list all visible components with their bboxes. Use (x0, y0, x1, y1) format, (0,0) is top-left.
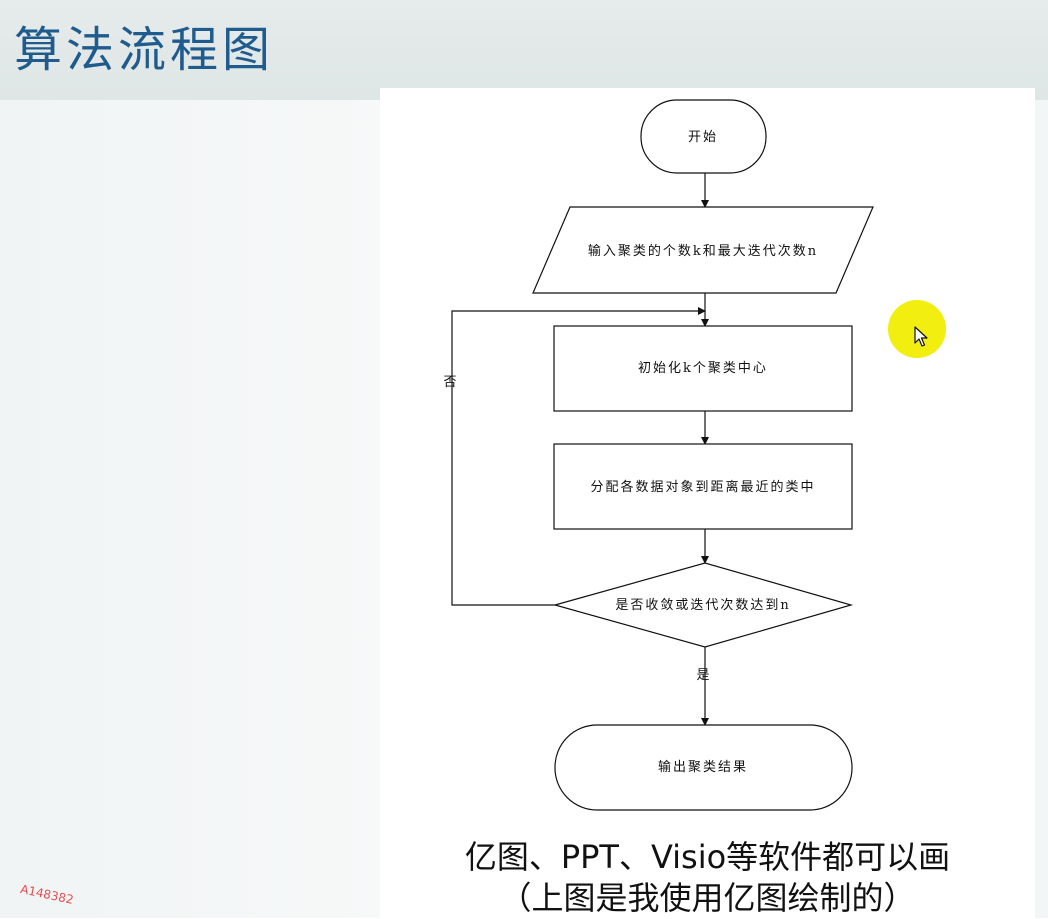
node-assign: 分配各数据对象到距离最近的类中 (553, 443, 853, 530)
slide-title: 算法流程图 (14, 22, 275, 78)
edge-label-yes: 是 (696, 668, 711, 683)
node-assign-label: 分配各数据对象到距离最近的类中 (590, 479, 815, 495)
node-start: 开始 (640, 99, 767, 174)
node-input-label: 输入聚类的个数k和最大迭代次数n (588, 243, 818, 259)
node-init: 初始化k个聚类中心 (553, 325, 853, 412)
caption-line2: （上图是我使用亿图绘制的） (499, 879, 916, 917)
node-input: 输入聚类的个数k和最大迭代次数n (532, 206, 874, 294)
mouse-pointer-icon (914, 326, 928, 347)
edge-label-no: 否 (443, 375, 458, 390)
node-output-label: 输出聚类结果 (658, 759, 748, 775)
left-background (0, 100, 380, 918)
right-background (1035, 100, 1048, 918)
header-band (0, 0, 1048, 100)
node-output: 输出聚类结果 (554, 724, 853, 811)
node-start-label: 开始 (688, 130, 718, 145)
node-decision: 是否收敛或迭代次数达到n (552, 562, 854, 648)
caption-line1: 亿图、PPT、Visio等软件都可以画 (464, 838, 951, 876)
node-decision-label: 是否收敛或迭代次数达到n (615, 597, 790, 613)
edge-decision-init-loop (451, 307, 706, 606)
node-init-label: 初始化k个聚类中心 (638, 361, 768, 376)
